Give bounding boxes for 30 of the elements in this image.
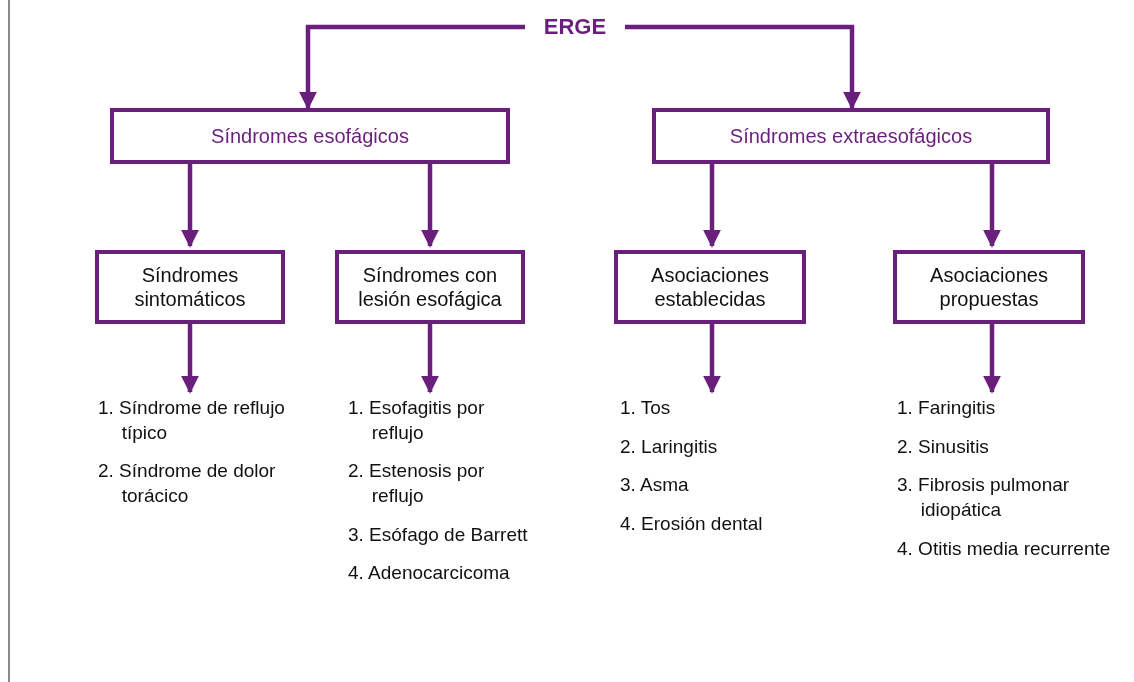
list-item: 2. Síndrome de dolor torácico	[98, 459, 277, 509]
list-item: 4. Otitis media recurrente	[897, 536, 1112, 561]
subcategory-box: Síndromes sintomáticos	[95, 250, 285, 324]
arrow	[421, 324, 439, 394]
list-item: 1. Síndrome de reflujo típico	[98, 396, 286, 445]
list-item: 4. Erosión dental	[620, 512, 764, 537]
list-item: 1. Faringitis	[897, 396, 997, 420]
arrow	[181, 164, 199, 248]
category-box: Síndromes esofágicos	[110, 108, 510, 164]
category-box: Síndromes extraesofágicos	[652, 108, 1050, 164]
arrow	[983, 324, 1001, 394]
arrow	[703, 164, 721, 248]
arrow	[625, 24, 861, 110]
subcategory-box: Síndromes con lesión esofágica	[335, 250, 525, 324]
list-item: 1. Tos	[620, 396, 672, 420]
arrow	[703, 324, 721, 394]
list-item: 1. Esofagitis por reflujo	[348, 396, 486, 445]
arrow	[983, 164, 1001, 248]
subcategory-box: Asociaciones establecidas	[614, 250, 806, 324]
list-item: 2. Sinusitis	[897, 434, 990, 459]
list-item: 2. Laringitis	[620, 434, 719, 459]
arrow	[299, 24, 525, 110]
list-item: 3. Esófago de Barrett	[348, 522, 529, 547]
list-item: 3. Fibrosis pulmonar idiopática	[897, 473, 1071, 523]
arrow	[421, 164, 439, 248]
list-item: 4. Adenocarcicoma	[348, 561, 511, 586]
arrow	[181, 324, 199, 394]
list-item: 2. Estenosis por reflujo	[348, 459, 486, 509]
list-item: 3. Asma	[620, 473, 690, 498]
subcategory-box: Asociaciones propuestas	[893, 250, 1085, 324]
